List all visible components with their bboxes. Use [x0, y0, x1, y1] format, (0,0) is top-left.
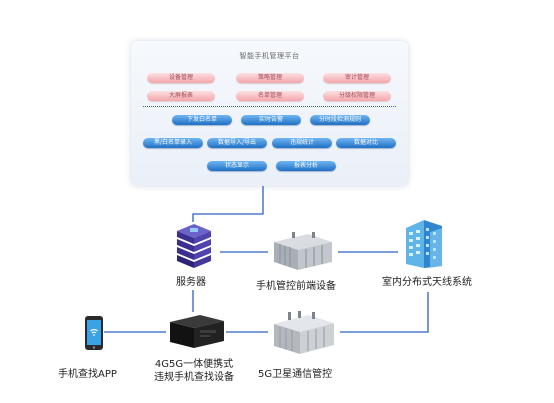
- function-issue-whitelist: 下发白名单: [172, 115, 232, 125]
- front-device-icon: [274, 232, 332, 270]
- function-list-entry: 黑/白名单录入: [143, 138, 203, 148]
- line-satellite-indoor: [340, 292, 429, 333]
- function-data-comparison: 数据对比: [336, 138, 396, 148]
- portable-device-icon: [170, 315, 224, 348]
- function-timed-detection-rules: 分时段检测规则: [310, 115, 370, 125]
- function-realtime-alarm: 实时告警: [241, 115, 301, 125]
- satellite-label: 5G卫星通信管控: [258, 369, 333, 380]
- module-list-management: 名单管理: [236, 91, 304, 101]
- building-icon: [406, 220, 442, 268]
- platform-title: 智能手机管理平台: [239, 52, 300, 60]
- function-data-import-export: 数据导入/导出: [207, 138, 267, 148]
- portable-label-line1: 4G5G一体便携式: [154, 359, 234, 370]
- module-permission-management: 分级权限管理: [323, 91, 391, 101]
- portable-label-line2: 违规手机查找设备: [154, 372, 234, 383]
- module-policy-management: 策略管理: [236, 73, 304, 83]
- function-violation-statistics: 违规统计: [272, 138, 332, 148]
- app-label: 手机查找APP: [58, 369, 117, 380]
- platform-panel: [131, 41, 408, 186]
- line-panel-server: [192, 186, 264, 222]
- module-device-management: 设备管理: [147, 73, 215, 83]
- module-audit-management: 审计管理: [323, 73, 391, 83]
- server-label: 服务器: [176, 277, 206, 288]
- server-icon: [177, 224, 211, 268]
- function-status-display: 状态显示: [207, 161, 267, 171]
- phone-icon: [85, 316, 103, 350]
- satellite-device-icon: [274, 311, 334, 354]
- divider-dotted: [143, 106, 396, 107]
- module-dashboard-report: 大屏报表: [147, 91, 215, 101]
- front-device-label: 手机管控前端设备: [256, 281, 336, 292]
- function-report-analysis: 报表分析: [276, 161, 336, 171]
- indoor-system-label: 室内分布式天线系统: [382, 277, 472, 288]
